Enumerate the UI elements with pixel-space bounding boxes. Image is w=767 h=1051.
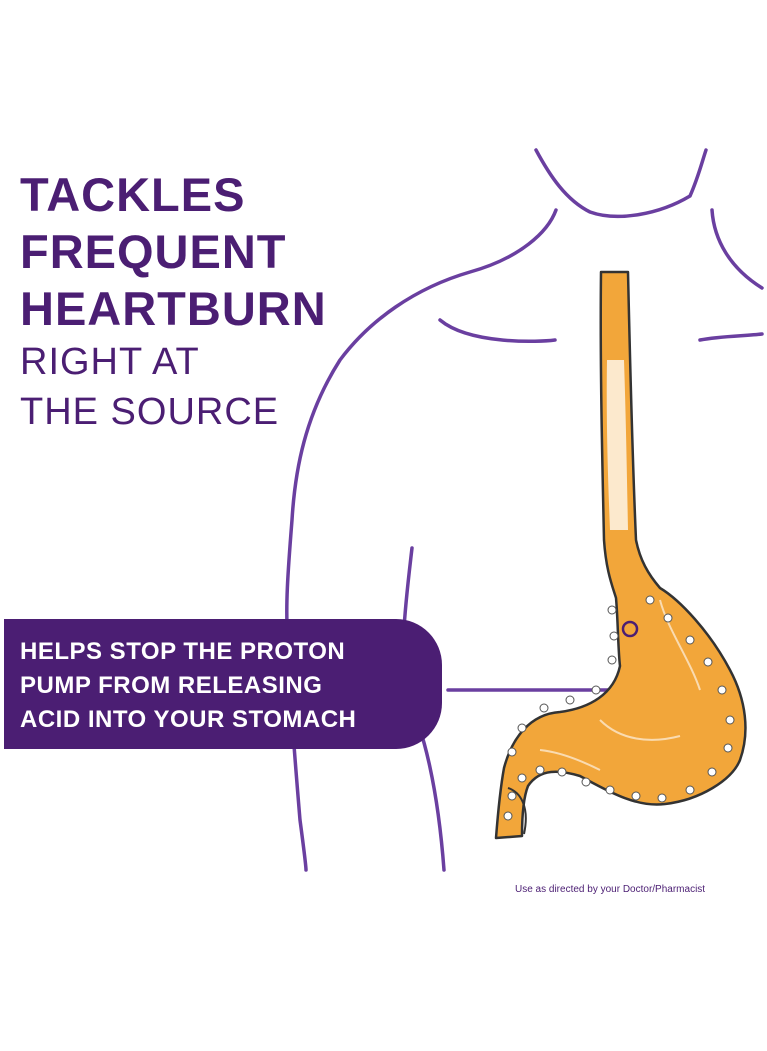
- gastric-fold: [517, 773, 527, 783]
- gastric-fold: [557, 767, 567, 777]
- gastric-fold: [725, 715, 735, 725]
- headline-line: TACKLES: [20, 168, 246, 221]
- gastric-fold: [503, 811, 513, 821]
- proton-pump-marker-icon: [621, 620, 639, 638]
- gastric-fold: [591, 685, 601, 695]
- gastric-fold: [507, 747, 517, 757]
- gastric-fold: [517, 723, 527, 733]
- gastric-fold: [609, 631, 619, 641]
- headline-subline: THE SOURCE: [20, 391, 280, 433]
- disclaimer-text: Use as directed by your Doctor/Pharmacis…: [515, 884, 706, 895]
- headline-line: HEARTBURN: [20, 282, 327, 335]
- headline: TACKLES FREQUENT HEARTBURN RIGHT AT THE …: [20, 166, 327, 437]
- callout-line: PUMP FROM RELEASING: [20, 672, 323, 699]
- gastric-fold: [605, 785, 615, 795]
- callout-line: HELPS STOP THE PROTON: [20, 638, 346, 665]
- gastric-fold: [645, 595, 655, 605]
- headline-line: FREQUENT: [20, 225, 287, 278]
- stomach-icon: [494, 270, 747, 840]
- gastric-fold: [717, 685, 727, 695]
- gastric-fold: [703, 657, 713, 667]
- gastric-fold: [539, 703, 549, 713]
- headline-subline: RIGHT AT: [20, 341, 200, 383]
- callout-banner: HELPS STOP THE PROTON PUMP FROM RELEASIN…: [4, 619, 442, 749]
- gastric-fold: [607, 655, 617, 665]
- gastric-fold: [723, 743, 733, 753]
- gastric-fold: [607, 605, 617, 615]
- gastric-fold: [581, 777, 591, 787]
- gastric-fold: [707, 767, 717, 777]
- gastric-fold: [685, 785, 695, 795]
- gastric-fold: [657, 793, 667, 803]
- gastric-fold: [565, 695, 575, 705]
- gastric-fold: [685, 635, 695, 645]
- gastric-fold: [535, 765, 545, 775]
- gastric-fold: [663, 613, 673, 623]
- callout-line: ACID INTO YOUR STOMACH: [20, 706, 357, 733]
- gastric-fold: [631, 791, 641, 801]
- gastric-fold: [507, 791, 517, 801]
